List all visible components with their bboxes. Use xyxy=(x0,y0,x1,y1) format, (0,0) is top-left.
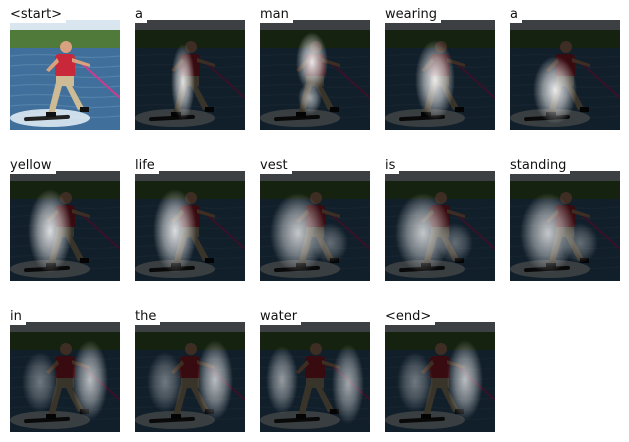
frame-image xyxy=(10,322,120,432)
attention-glow xyxy=(520,193,576,273)
attention-glow xyxy=(447,340,483,420)
frame-image xyxy=(385,171,495,281)
frame-word: yellow xyxy=(9,158,56,174)
frame-10: standing xyxy=(509,158,620,281)
attention-glow xyxy=(562,223,598,263)
frame-image xyxy=(510,171,620,281)
frame-word: in xyxy=(9,309,26,325)
attention-glow xyxy=(147,352,183,412)
attention-glow xyxy=(22,352,58,412)
attention-glow xyxy=(395,193,451,273)
frame-word: a xyxy=(509,7,522,23)
attention-glow xyxy=(296,32,328,92)
frame-word: a xyxy=(134,7,147,23)
frame-image xyxy=(135,322,245,432)
frame-word: wearing xyxy=(384,7,442,23)
attention-glow xyxy=(437,223,473,263)
frame-word: vest xyxy=(259,158,292,174)
frame-1: <start> xyxy=(9,7,120,130)
attention-glow xyxy=(397,352,433,412)
frame-word: standing xyxy=(509,158,571,174)
attention-glow xyxy=(312,223,348,263)
frame-image xyxy=(510,20,620,130)
frame-image xyxy=(260,322,370,432)
frame-image xyxy=(260,171,370,281)
frame-word: the xyxy=(134,309,161,325)
frame-12: the xyxy=(134,309,245,432)
frame-14: <end> xyxy=(384,309,495,432)
attention-glow xyxy=(332,344,364,424)
frame-word: man xyxy=(259,7,293,23)
frame-word: <end> xyxy=(384,309,436,325)
attention-glow xyxy=(171,44,195,120)
attention-glow xyxy=(415,40,455,120)
frame-8: vest xyxy=(259,158,370,281)
scene xyxy=(10,20,120,130)
attention-glow xyxy=(153,189,197,273)
attention-glow xyxy=(270,193,326,273)
frame-2: a xyxy=(134,7,245,130)
frame-5: a xyxy=(509,7,620,130)
frame-image xyxy=(385,322,495,432)
frame-6: yellow xyxy=(9,158,120,281)
frame-13: water xyxy=(259,309,370,432)
attention-glow xyxy=(298,82,322,114)
frame-image xyxy=(10,171,120,281)
frame-7: life xyxy=(134,158,245,281)
frame-word: life xyxy=(134,158,159,174)
frame-image xyxy=(135,171,245,281)
frame-image xyxy=(260,20,370,130)
attention-glow xyxy=(72,340,108,420)
frame-11: in xyxy=(9,309,120,432)
frame-word: water xyxy=(259,309,302,325)
frame-image xyxy=(385,20,495,130)
frame-word: is xyxy=(384,158,400,174)
attention-glow xyxy=(533,56,577,124)
attention-glow xyxy=(28,189,72,273)
attention-glow xyxy=(266,346,298,414)
frame-3: man xyxy=(259,7,370,130)
frame-image xyxy=(135,20,245,130)
frame-word: <start> xyxy=(9,7,67,23)
attention-glow xyxy=(197,340,233,420)
frame-image xyxy=(10,20,120,130)
frame-9: is xyxy=(384,158,495,281)
frame-4: wearing xyxy=(384,7,495,130)
